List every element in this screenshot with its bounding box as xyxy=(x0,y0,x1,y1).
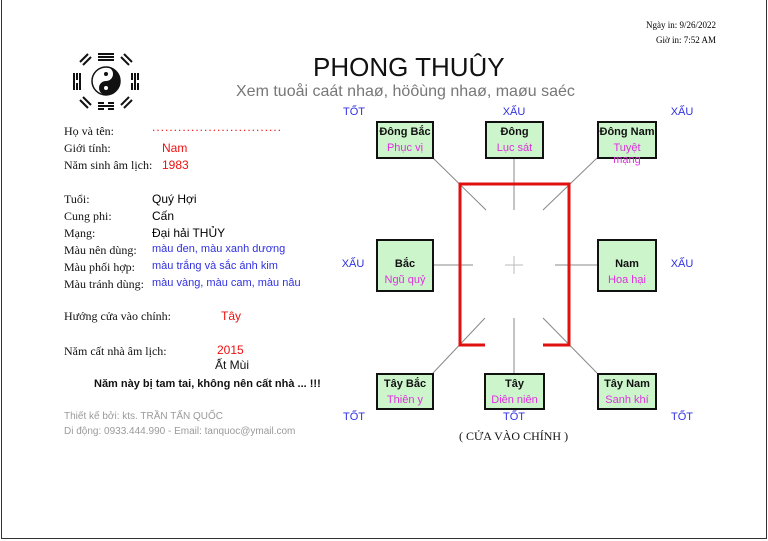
rating-tay-nam: TỐT xyxy=(671,411,693,423)
direction-name: Nam xyxy=(615,258,639,270)
page-title: PHONG THUÛY xyxy=(313,52,505,82)
page-subtitle: Xem tuoåi caát nhaø, höôùng nhaø, maøu s… xyxy=(236,83,575,100)
direction-name: Tây xyxy=(505,378,524,390)
name-label: Họ và tên: xyxy=(64,124,114,138)
rating-nam: XẤU xyxy=(670,258,694,270)
rating-dong-bac: TỐT xyxy=(343,106,365,118)
rating-dong-nam: XẤU xyxy=(670,106,694,118)
direction-star: Sanh khí xyxy=(605,394,649,406)
print-date: Ngày in: 9/26/2022 xyxy=(646,20,716,30)
color-use-label: Màu nên dùng: xyxy=(64,243,137,257)
build-year-canchi: Ất Mùi xyxy=(215,358,250,372)
mang-value: Đại hải THỦY xyxy=(152,226,226,240)
cung-phi-value: Cấn xyxy=(152,209,175,223)
direction-star: Diên niên xyxy=(491,394,538,406)
direction-name: Đông Bắc xyxy=(379,126,431,138)
color-avoid-label: Màu tránh dùng: xyxy=(64,277,144,291)
age-value: Quý Hợi xyxy=(152,192,197,206)
rating-dong: XẤU xyxy=(502,106,526,118)
direction-name: Bắc xyxy=(394,258,416,270)
direction-star: Tuyệt mạng xyxy=(613,142,641,166)
direction-name: Đông Nam xyxy=(599,126,655,138)
direction-star: Lục sát xyxy=(496,142,533,154)
door-label: Hướng cửa vào chính: xyxy=(64,309,171,323)
color-mix-value: màu trắng và sắc ánh kim xyxy=(152,260,278,272)
warning-text: Năm này bị tam tai, không nên cất nhà ..… xyxy=(94,378,321,390)
main-door-caption: ( CỬA VÀO CHÍNH ) xyxy=(459,429,569,443)
rating-tay-bac: TỐT xyxy=(343,411,365,423)
build-year-value: 2015 xyxy=(217,343,244,357)
name-value: .............................. xyxy=(152,120,283,134)
direction-name: Tây Bắc xyxy=(383,378,427,390)
direction-star: Thiên y xyxy=(386,394,424,406)
gender-value: Nam xyxy=(162,141,188,155)
bagua-yin-yang-icon xyxy=(73,53,139,110)
color-mix-label: Màu phối hợp: xyxy=(64,260,136,274)
direction-name: Tây Nam xyxy=(604,378,650,390)
rating-bac: XẤU xyxy=(341,258,365,270)
direction-name: Đông xyxy=(500,126,529,138)
direction-star: Phục vị xyxy=(386,142,424,154)
birth-year-value: 1983 xyxy=(162,158,189,172)
direction-star: Ngũ quỷ xyxy=(384,274,426,286)
designer-credit: Thiết kế bởi: kts. TRẦN TẤN QUỐC xyxy=(64,411,223,422)
color-avoid-value: màu vàng, màu cam, màu nâu xyxy=(152,277,301,289)
age-label: Tuổi: xyxy=(64,192,90,206)
house-outline xyxy=(458,182,571,347)
mang-label: Mạng: xyxy=(64,226,96,240)
rating-tay: TỐT xyxy=(503,411,525,423)
cung-phi-label: Cung phi: xyxy=(64,209,112,223)
door-value: Tây xyxy=(221,309,242,323)
print-time: Giờ in: 7:52 AM xyxy=(655,35,716,45)
color-use-value: màu đen, màu xanh dương xyxy=(152,243,286,255)
contact-info: Di động: 0933.444.990 - Email: tanquoc@y… xyxy=(64,426,296,437)
birth-year-label: Năm sinh âm lịch: xyxy=(64,158,153,172)
gender-label: Giới tính: xyxy=(64,141,111,155)
build-year-label: Năm cất nhà âm lịch: xyxy=(64,344,167,358)
direction-star: Hoa hại xyxy=(608,274,646,286)
